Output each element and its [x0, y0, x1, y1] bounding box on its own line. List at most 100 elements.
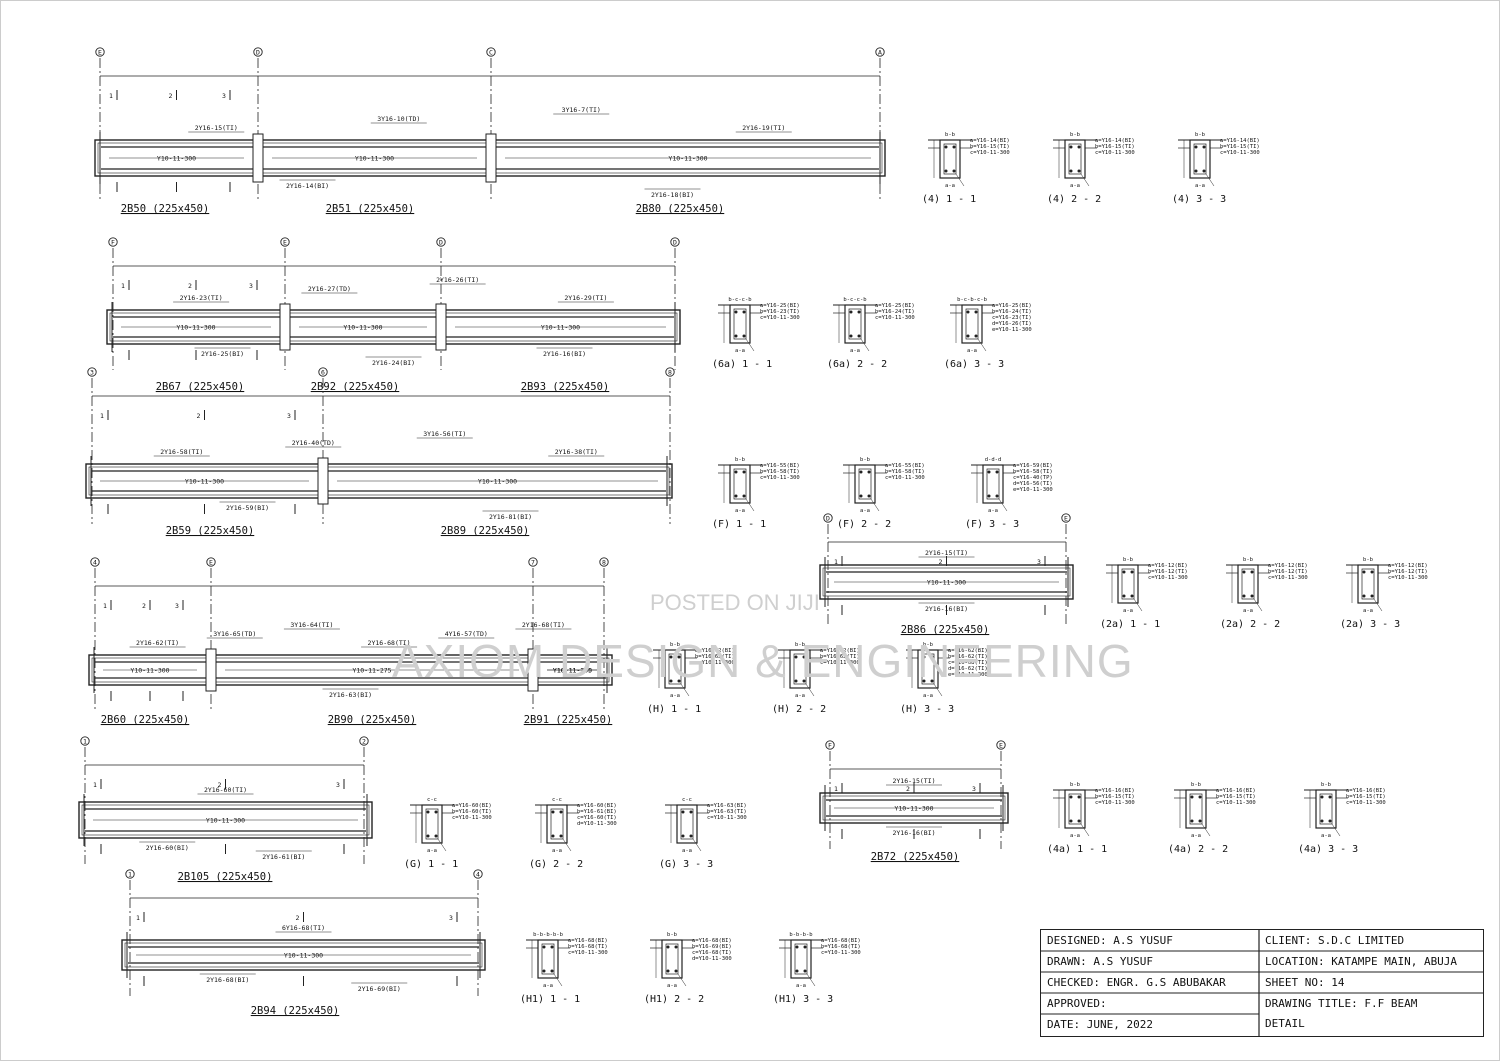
beam-title: 2B93 (225x450)	[521, 381, 610, 393]
grid-bubble	[486, 47, 496, 57]
section-bar-text: a=Y16-14(BI)	[1220, 138, 1260, 144]
section-caption: (2a) 3 - 3	[1340, 619, 1400, 630]
grid-bubble	[875, 47, 885, 57]
cross-section: b-ba-aa=Y16-12(BI)b=Y16-12(TI)c=Y10-11-3…	[1220, 557, 1308, 630]
rebar-dot	[669, 679, 673, 683]
rebar-dot	[952, 169, 956, 173]
section-bar-text: c=Y16-60(TI)	[577, 815, 617, 821]
section-leader	[1133, 598, 1143, 612]
section-cut-number: 2	[169, 92, 173, 100]
column-support	[317, 457, 329, 505]
section-bar-text: c=Y10-11-300	[707, 815, 747, 821]
section-cut-number: 1	[109, 92, 113, 100]
rebar-dot	[922, 655, 926, 659]
section-bottom-label: a-a	[1363, 608, 1373, 614]
section-bar-text: a=Y16-25(BI)	[760, 303, 800, 309]
stirrup-label: Y10-11-300	[541, 324, 580, 332]
grid-label: A	[878, 49, 882, 57]
rebar-dot	[674, 969, 678, 973]
section-bar-text: a=Y16-55(BI)	[760, 463, 800, 469]
cross-section: b-ba-aa=Y16-68(BI)b=Y16-69(BI)c=Y16-68(T…	[644, 932, 732, 1005]
rebar-dot	[681, 834, 685, 838]
section-cut-number: 3	[249, 282, 253, 290]
grid-label: 6	[321, 369, 325, 377]
section-cut-number: 2	[218, 781, 222, 789]
rebar-dot	[922, 679, 926, 683]
section-bottom-label: a-a	[967, 348, 977, 354]
section-bar-text: b=Y16-63(TI)	[707, 809, 747, 815]
stirrup	[1121, 568, 1135, 600]
section-bar-text: c=Y10-11-300	[568, 950, 608, 956]
section-bar-text: b=Y16-15(TI)	[1095, 144, 1135, 150]
section-caption: (4a) 2 - 2	[1168, 844, 1228, 855]
stirrup	[986, 468, 1000, 500]
date: DATE: JUNE, 2022	[1047, 1018, 1153, 1031]
section-top-label: b-b	[667, 932, 677, 938]
grid-bubble	[528, 557, 538, 567]
section-cut-number: 1	[93, 781, 97, 789]
stirrup	[733, 468, 747, 500]
section-bar-text: b=Y16-58(TI)	[885, 469, 925, 475]
beam-outline	[819, 564, 1074, 600]
section-caption: (6a) 2 - 2	[827, 359, 887, 370]
top-bar-label: 2Y16-60(TI)	[204, 786, 247, 794]
stirrup-label: Y10-11-275	[553, 667, 592, 675]
bottom-bar-label: 2Y16-60(BI)	[146, 844, 189, 852]
section-top-label: b-b	[923, 642, 933, 648]
section-leader	[680, 683, 690, 697]
section-outline	[961, 304, 983, 344]
grid-bubble	[359, 736, 369, 746]
beam-title: 2B94 (225x450)	[251, 1005, 340, 1017]
cross-section: c-ca-aa=Y16-63(BI)b=Y16-63(TI)c=Y10-11-3…	[659, 797, 747, 870]
rebar-dot	[849, 310, 853, 314]
section-outline	[676, 804, 698, 844]
rebar-dot	[1122, 594, 1126, 598]
section-bar-text: b=Y16-15(TI)	[1220, 144, 1260, 150]
section-bottom-label: a-a	[1070, 183, 1080, 189]
rebar-dot	[551, 834, 555, 838]
grid-label: F	[111, 239, 115, 247]
top-bar-label: 3Y16-65(TD)	[213, 630, 256, 638]
column-support	[279, 303, 291, 351]
beam-outline	[106, 309, 681, 345]
section-bar-text: a=Y16-68(BI)	[692, 938, 732, 944]
rebar-dot	[734, 310, 738, 314]
section-bar-text: b=Y16-15(TI)	[1095, 794, 1135, 800]
bottom-bar-label: 2Y16-68(BI)	[206, 976, 249, 984]
section-outline	[664, 649, 686, 689]
section-bar-text: c=Y10-11-300	[1220, 150, 1260, 156]
section-bottom-label: a-a	[682, 848, 692, 854]
section-leader	[933, 683, 943, 697]
section-top-label: b-b	[945, 132, 955, 138]
section-leader	[870, 498, 880, 512]
section-cut-number: 3	[972, 785, 976, 793]
grid-label: 8	[602, 559, 606, 567]
section-leader	[677, 973, 687, 987]
section-top-label: c-c	[682, 797, 692, 803]
section-bar-text: c=Y10-11-300	[695, 660, 735, 666]
location: LOCATION: KATAMPE MAIN, ABUJA	[1265, 955, 1458, 968]
section-top-label: b-c-c-b	[728, 297, 751, 303]
top-bar-label: 3Y16-56(TI)	[423, 430, 466, 438]
section-cut-number: 2	[296, 914, 300, 922]
section-bar-text: b=Y16-68(TI)	[821, 944, 861, 950]
section-bottom-label: a-a	[552, 848, 562, 854]
section-bar-text: c=Y10-11-300	[1095, 150, 1135, 156]
grid-bubble	[665, 367, 675, 377]
top-bar-label: 2Y16-40(TD)	[292, 439, 335, 447]
section-bar-text: c=Y10-11-300	[1268, 575, 1308, 581]
top-bar-label: 2Y16-19(TI)	[742, 124, 785, 132]
cross-section: b-ba-aa=Y16-16(BI)b=Y16-15(TI)c=Y10-11-3…	[1298, 782, 1386, 855]
stirrup-label: Y10-11-275	[352, 667, 391, 675]
rebar-dot	[795, 969, 799, 973]
rebar-dot	[1077, 145, 1081, 149]
rebar-dot	[802, 679, 806, 683]
section-outline	[844, 304, 866, 344]
grid-bubble	[825, 740, 835, 750]
rebar-dot	[944, 169, 948, 173]
section-bar-text: c=Y10-11-300	[821, 950, 861, 956]
rebar-dot	[542, 945, 546, 949]
top-bar-label: 2Y16-68(TI)	[368, 639, 411, 647]
stirrup	[965, 308, 979, 340]
